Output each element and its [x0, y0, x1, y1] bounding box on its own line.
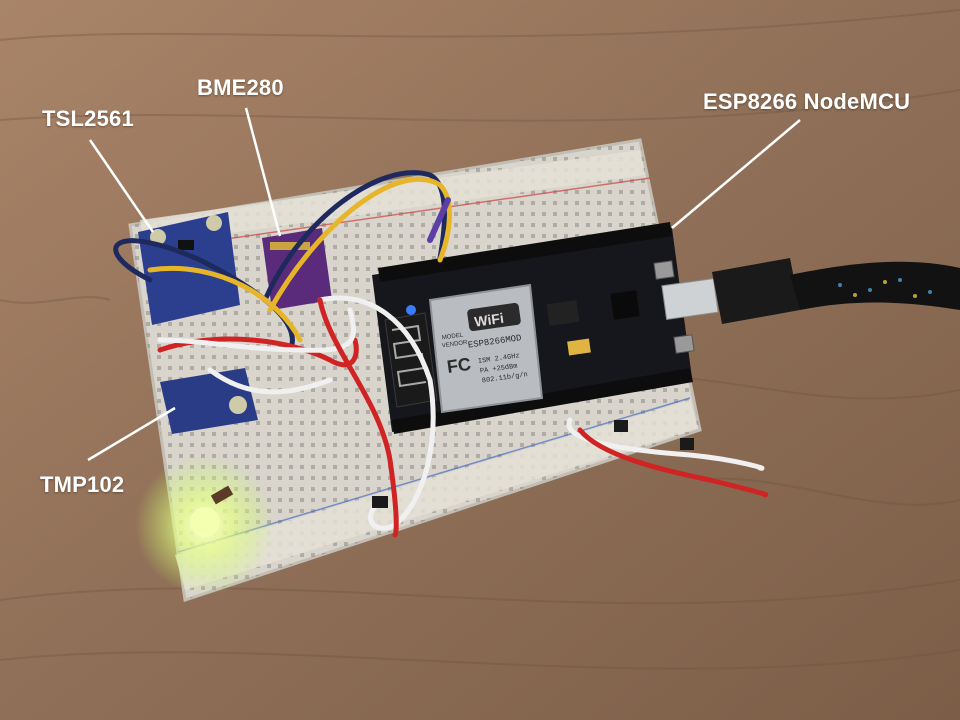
jumper-wires — [113, 170, 769, 538]
bme280-label: BME280 — [197, 75, 284, 100]
power-rail-bottom — [175, 400, 698, 590]
regulator-chip — [546, 300, 580, 326]
tmp102-label: TMP102 — [40, 472, 125, 497]
wood-grain — [0, 9, 960, 670]
usb-cable — [712, 258, 960, 324]
reset-button — [673, 334, 695, 354]
vendor-text: VENDOR — [442, 340, 469, 350]
pin-header-top — [378, 222, 672, 282]
fc-mark-text: FC — [446, 354, 473, 377]
model-text: MODEL — [442, 332, 465, 341]
flash-button — [653, 260, 675, 280]
esp-callout-line — [671, 119, 801, 229]
tsl2561-label: TSL2561 — [42, 106, 134, 131]
wifi-logo-text: WiFi — [473, 310, 504, 330]
bme-callout-line — [244, 107, 282, 237]
callout-lines — [87, 107, 801, 462]
micro-usb-port — [661, 277, 719, 321]
nodemcu-board: WiFi ESP8266MOD MODEL VENDOR FC ISM 2.4G… — [372, 222, 719, 434]
capacitor — [567, 338, 591, 356]
tmp-callout-line — [87, 406, 176, 462]
pin-header-bottom — [392, 368, 693, 434]
esp8266-nodemcu-label: ESP8266 NodeMCU — [703, 89, 911, 114]
tsl-callout-line — [88, 139, 155, 233]
led — [135, 455, 275, 595]
pcb-antenna — [384, 312, 438, 408]
power-rail-top — [140, 150, 645, 245]
usb-chip — [610, 290, 640, 320]
